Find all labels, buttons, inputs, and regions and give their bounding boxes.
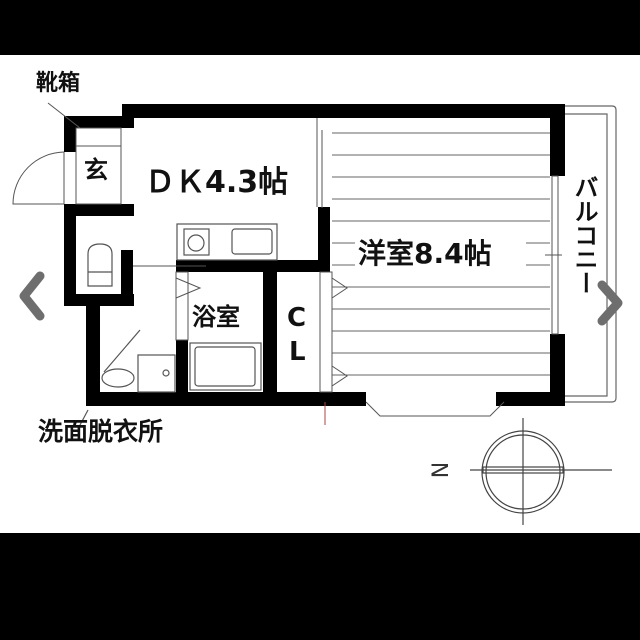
label-washroom: 洗面脱衣所 bbox=[38, 417, 164, 446]
label-balcony: バルコニー bbox=[570, 175, 598, 295]
prev-image-button[interactable] bbox=[14, 268, 48, 324]
compass-icon bbox=[470, 418, 612, 525]
balcony bbox=[556, 105, 617, 403]
floor-plan-drawing bbox=[12, 102, 617, 525]
chevron-right-icon bbox=[597, 280, 623, 326]
partitions bbox=[75, 118, 562, 417]
label-closet-c: C bbox=[287, 303, 307, 333]
bathtub bbox=[189, 342, 262, 391]
compass-north-label: N bbox=[429, 461, 455, 479]
label-dk: ＤＫ4.3帖 bbox=[145, 165, 289, 200]
kitchen-counter bbox=[176, 223, 278, 261]
label-bathroom: 浴室 bbox=[192, 303, 240, 331]
label-shoe-box: 靴箱 bbox=[36, 71, 81, 96]
toilet bbox=[87, 243, 113, 287]
washroom-fixtures bbox=[79, 329, 176, 426]
floor-plan: 靴箱 玄 ＤＫ4.3帖 洋室8.4帖 浴室 C L 洗面脱衣所 バルコニー N bbox=[0, 55, 640, 533]
walls bbox=[64, 104, 565, 406]
entrance-door bbox=[12, 151, 65, 205]
label-western-room: 洋室8.4帖 bbox=[358, 237, 492, 270]
flooring-lines bbox=[332, 132, 550, 376]
chevron-left-icon bbox=[19, 271, 45, 321]
next-image-button[interactable] bbox=[594, 275, 628, 331]
label-entrance: 玄 bbox=[84, 156, 108, 184]
label-closet-l: L bbox=[289, 337, 306, 367]
